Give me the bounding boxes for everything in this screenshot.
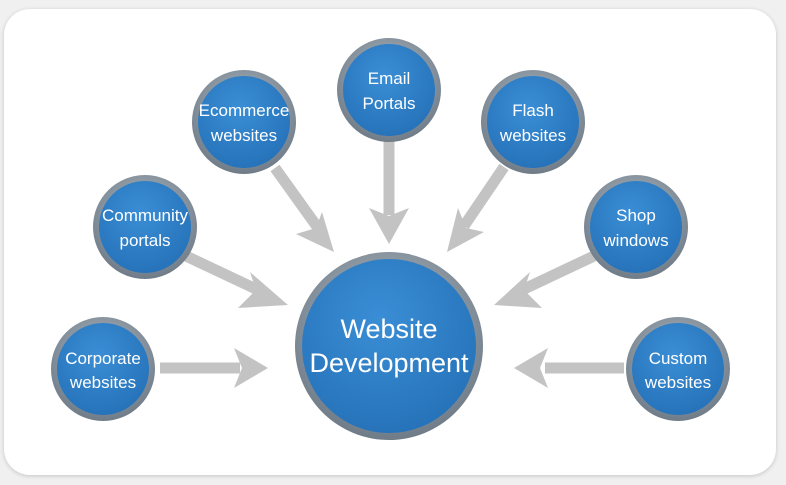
node-label-line1: Ecommerce <box>199 101 290 120</box>
arrow-custom <box>514 348 624 388</box>
node-label-line2: websites <box>69 373 136 392</box>
node-label-line2: websites <box>210 126 277 145</box>
arrow-flash <box>447 163 509 252</box>
node-flash-websites: Flash websites <box>481 70 585 174</box>
node-label-line2: websites <box>644 373 711 392</box>
arrow-ecommerce <box>270 164 334 252</box>
node-label-line2: Portals <box>363 94 416 113</box>
arrow-email <box>369 138 409 244</box>
node-community-portals: Community portals <box>93 175 197 279</box>
node-corporate-websites: Corporate websites <box>51 317 155 421</box>
node-email-portals: Email Portals <box>337 38 441 142</box>
arrow-community <box>183 251 288 308</box>
center-label-line1: Website <box>340 314 437 344</box>
node-ecommerce-websites: Ecommerce websites <box>192 70 296 174</box>
center-node-website-development: Website Development <box>295 252 483 440</box>
node-label-line1: Community <box>102 206 188 225</box>
node-label-line2: windows <box>602 231 668 250</box>
node-label-line1: Corporate <box>65 349 141 368</box>
arrows-layer <box>160 138 624 388</box>
node-label-line1: Shop <box>616 206 656 225</box>
arrow-shop <box>494 251 597 308</box>
arrow-corporate <box>160 348 268 388</box>
node-label-line2: portals <box>119 231 170 250</box>
node-custom-websites: Custom websites <box>626 317 730 421</box>
node-label-line1: Email <box>368 69 411 88</box>
node-label-line1: Flash <box>512 101 554 120</box>
center-label-line2: Development <box>309 348 469 378</box>
node-shop-windows: Shop windows <box>584 175 688 279</box>
node-label-line1: Custom <box>649 349 708 368</box>
node-label-line2: websites <box>499 126 566 145</box>
